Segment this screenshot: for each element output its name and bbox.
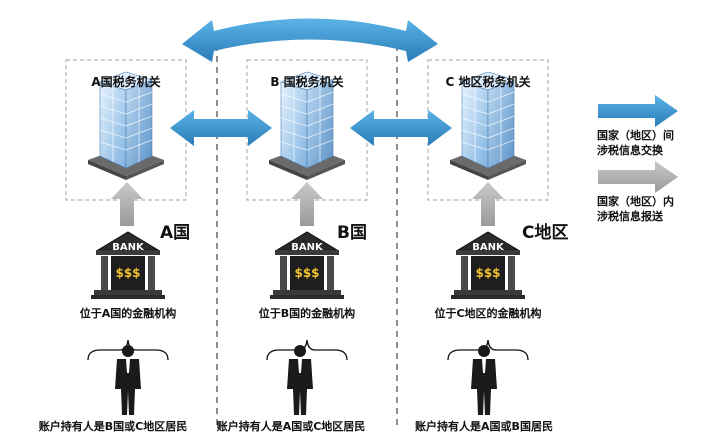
institution-label-b: 位于B国的金融机构 (258, 307, 356, 320)
bank-sign-b: BANK (291, 242, 323, 253)
legend-international: 国家（地区）间 涉税信息交换 (597, 128, 674, 158)
bank-money-b: $$$ (294, 266, 320, 280)
person-icon-b (287, 345, 313, 415)
up-arrow-c (472, 182, 504, 226)
country-label-b: B国 (337, 223, 367, 243)
office-title-a: A国税务机关 (91, 75, 161, 89)
holders-label-c: 账户持有人是A国或B国居民 (415, 420, 553, 433)
brace-b (266, 339, 348, 361)
office-title-c: C 地区税务机关 (445, 75, 531, 89)
country-label-a: A国 (160, 223, 191, 243)
up-arrow-a (111, 182, 143, 226)
legend-domestic: 国家（地区）内 涉税信息报送 (597, 194, 674, 224)
arrow-b-c (350, 110, 452, 146)
brace-c (447, 339, 529, 361)
up-arrow-b (291, 182, 323, 226)
person-icon-c (471, 345, 497, 415)
legend-domestic-line1: 国家（地区）内 (597, 195, 674, 208)
legend-blue-arrow (598, 95, 678, 127)
legend-international-line1: 国家（地区）间 (597, 129, 674, 142)
bank-money-a: $$$ (115, 266, 141, 280)
office-title-b: B 国税务机关 (270, 75, 344, 89)
legend-international-line2: 涉税信息交换 (597, 144, 663, 157)
bank-money-c: $$$ (475, 266, 501, 280)
institution-label-c: 位于C地区的金融机构 (434, 307, 542, 320)
top-curved-arrow (182, 18, 438, 62)
holders-label-a: 账户持有人是B国或C地区居民 (38, 420, 188, 433)
legend-domestic-line2: 涉税信息报送 (597, 210, 663, 223)
bank-sign-a: BANK (112, 242, 144, 253)
brace-a (87, 339, 169, 361)
holders-label-b: 账户持有人是A国或C地区居民 (216, 420, 366, 433)
person-icon-a (115, 345, 141, 415)
country-label-c: C地区 (522, 223, 569, 243)
bank-sign-c: BANK (472, 242, 504, 253)
arrow-a-b (170, 110, 272, 146)
institution-label-a: 位于A国的金融机构 (79, 307, 177, 320)
legend-grey-arrow (598, 161, 678, 193)
